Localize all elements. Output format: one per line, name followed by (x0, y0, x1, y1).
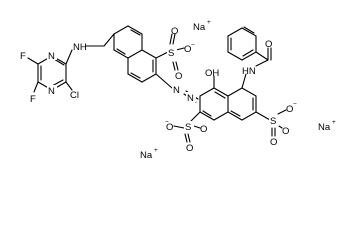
charge-plus-bottom: + (154, 147, 158, 154)
charge-minus-s1: − (191, 42, 195, 49)
bonds (27, 25, 287, 143)
oxygen-s3-minus: O (286, 104, 293, 115)
oxygen-s2-b: O (200, 124, 207, 135)
sodium-ion-top: Na (193, 22, 206, 33)
structure-canvas: Na + N N F Cl F NH S O O O − N N OH HN O… (20, 19, 336, 161)
charge-minus-s3: − (293, 101, 297, 108)
ring-nitrogen-1: N (48, 51, 55, 62)
oxygen-s2-minus: O (166, 122, 173, 133)
azo-nitrogen-1: N (173, 85, 180, 96)
sodium-ion-right: Na (318, 122, 331, 133)
azo-nitrogen-2: N (187, 93, 194, 104)
atom-labels: Na + N N F Cl F NH S O O O − N N OH HN O… (20, 19, 336, 161)
hydroxyl: OH (205, 68, 219, 79)
chlorine: Cl (70, 90, 79, 101)
sodium-ion-bottom: Na (140, 150, 153, 161)
oxygen-s1-a: O (171, 26, 178, 37)
oxygen-s2-a: O (186, 143, 193, 154)
sulfur-3: S (270, 116, 276, 127)
fluorine-1: F (20, 51, 26, 62)
charge-minus-s2: − (165, 119, 169, 126)
oxygen-s1-b: O (175, 71, 182, 82)
fluorine-2: F (30, 94, 36, 105)
sulfur-2: S (185, 122, 191, 133)
charge-plus-top: + (207, 19, 211, 26)
chemical-structure-diagram: Na + N N F Cl F NH S O O O − N N OH HN O… (20, 19, 336, 161)
ring-nitrogen-2: N (48, 86, 55, 97)
oxygen-s1-minus: O (184, 44, 191, 55)
charge-plus-right: + (332, 119, 336, 126)
oxygen-s3-a: O (282, 126, 289, 137)
amide-hn: HN (242, 66, 256, 77)
carbonyl-oxygen: O (265, 39, 272, 50)
amine-nh: NH (73, 42, 87, 53)
oxygen-s3-b: O (270, 137, 277, 148)
sulfur-1: S (168, 48, 174, 59)
